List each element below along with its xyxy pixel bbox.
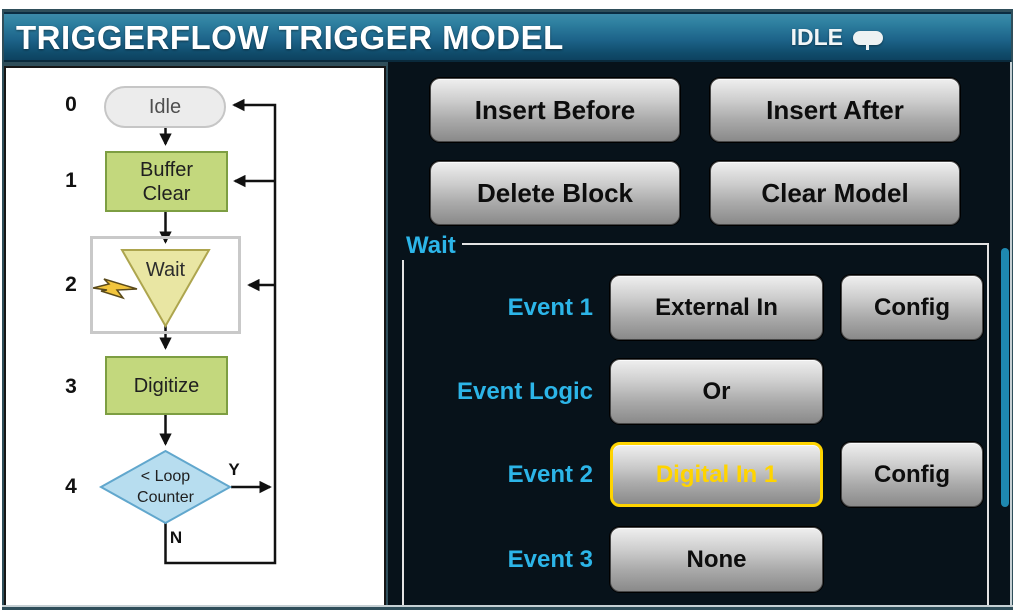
trigger-event-lightning-icon xyxy=(92,278,138,300)
flow-connectors xyxy=(159,98,277,565)
trigger-model-diagram-panel: Idle Buffer Clear Wait Digitize < Loop C… xyxy=(4,66,386,607)
clear-model-button[interactable]: Clear Model xyxy=(710,161,960,225)
block-digitize[interactable]: Digitize xyxy=(105,356,228,415)
block-loop-counter-label[interactable]: < Loop Counter xyxy=(125,465,206,509)
scrollbar-thumb[interactable] xyxy=(1001,248,1009,507)
block-wait-label[interactable]: Wait xyxy=(145,258,186,281)
branch-no-label: N xyxy=(169,528,183,547)
branch-diamond-shape[interactable] xyxy=(98,449,233,525)
flowchart-connectors-layer xyxy=(92,98,277,565)
block-index-0: 0 xyxy=(65,93,77,116)
status-area[interactable]: IDLE xyxy=(791,24,883,51)
branch-yes-label: Y xyxy=(228,460,240,479)
wait-triangle-shape[interactable] xyxy=(120,249,211,329)
page-title: TRIGGERFLOW TRIGGER MODEL xyxy=(16,19,564,56)
event-logic-label: Event Logic xyxy=(456,378,593,405)
block-index-3: 3 xyxy=(65,375,77,398)
block-buffer-clear[interactable]: Buffer Clear xyxy=(105,151,228,212)
wait-settings-groupbox: Event 1 External In Config Event Logic O… xyxy=(402,243,989,607)
event2-label: Event 2 xyxy=(507,461,593,488)
event1-config-button[interactable]: Config xyxy=(841,275,983,340)
event3-label: Event 3 xyxy=(507,546,593,573)
event3-value-button[interactable]: None xyxy=(610,527,823,592)
insert-before-button[interactable]: Insert Before xyxy=(430,78,680,142)
block-buffer-clear-label: Buffer Clear xyxy=(140,158,193,205)
status-badge: IDLE xyxy=(790,24,843,50)
block-idle[interactable]: Idle xyxy=(104,86,226,128)
event2-value-button[interactable]: Digital In 1 xyxy=(610,442,823,507)
front-terminals-icon xyxy=(853,30,883,50)
event2-config-button[interactable]: Config xyxy=(841,442,983,507)
event-logic-button[interactable]: Or xyxy=(610,359,823,424)
event1-value-button[interactable]: External In xyxy=(610,275,823,340)
instrument-screen: TRIGGERFLOW TRIGGER MODEL IDLE xyxy=(2,9,1013,610)
block-index-1: 1 xyxy=(65,169,77,192)
delete-block-button[interactable]: Delete Block xyxy=(430,161,680,225)
block-index-2: 2 xyxy=(65,273,77,296)
groupbox-title: Wait xyxy=(400,232,462,260)
loop-counter-text: < Loop Counter xyxy=(137,468,194,506)
block-index-4: 4 xyxy=(65,475,77,498)
bezel-bottom-highlight xyxy=(2,605,1013,607)
selected-block-outline xyxy=(90,236,241,334)
event1-label: Event 1 xyxy=(507,294,593,321)
header-bar: TRIGGERFLOW TRIGGER MODEL IDLE xyxy=(4,12,1011,62)
bezel-right-highlight xyxy=(1010,62,1012,605)
block-settings-panel: Insert Before Insert After Delete Block … xyxy=(388,62,1010,607)
insert-after-button[interactable]: Insert After xyxy=(710,78,960,142)
flowchart: Idle Buffer Clear Wait Digitize < Loop C… xyxy=(6,68,384,605)
